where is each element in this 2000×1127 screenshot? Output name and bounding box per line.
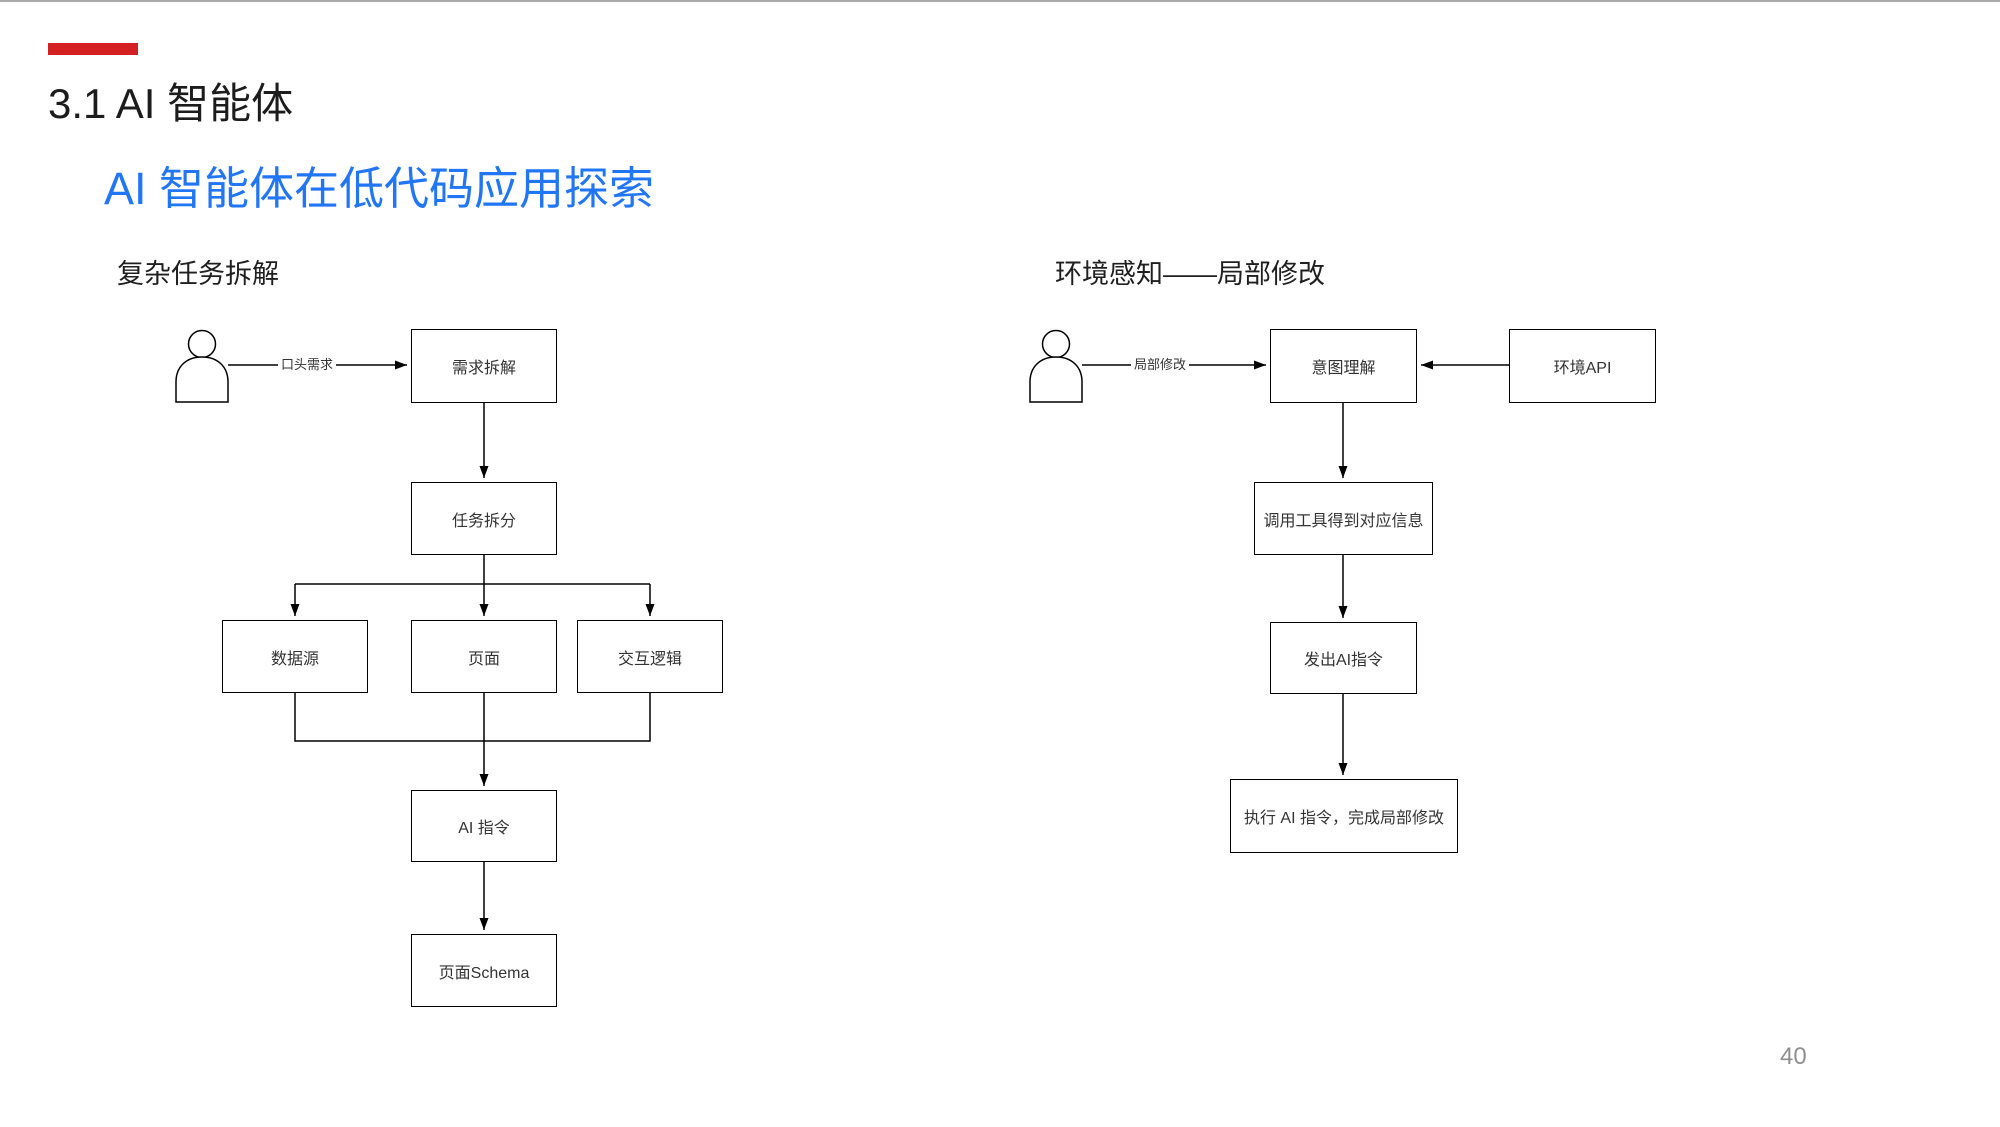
node-data-source: 数据源: [222, 620, 368, 693]
node-interaction-logic: 交互逻辑: [577, 620, 723, 693]
right-diagram-heading: 环境感知——局部修改: [1055, 259, 1325, 289]
node-issue-ai-command: 发出AI指令: [1270, 622, 1417, 694]
node-task-split: 任务拆分: [411, 482, 557, 555]
person-icon: [1029, 329, 1083, 403]
node-intent-understanding: 意图理解: [1270, 329, 1417, 403]
window-top-border: [0, 0, 2000, 2]
node-env-api: 环境API: [1509, 329, 1656, 403]
node-ai-command: AI 指令: [411, 790, 557, 862]
node-page: 页面: [411, 620, 557, 693]
right-diagram-arrows: [1082, 360, 1509, 775]
node-requirement-split: 需求拆解: [411, 329, 557, 403]
page-title: 3.1 AI 智能体: [48, 80, 294, 127]
left-diagram-heading: 复杂任务拆解: [117, 259, 279, 289]
person-icon: [175, 329, 229, 403]
node-execute-ai-command: 执行 AI 指令，完成局部修改: [1230, 779, 1458, 853]
page-subtitle: AI 智能体在低代码应用探索: [104, 163, 655, 214]
red-accent-bar: [48, 43, 138, 55]
edge-label-verbal-requirement: 口头需求: [277, 357, 337, 373]
node-tool-info: 调用工具得到对应信息: [1254, 482, 1433, 555]
page-number: 40: [1780, 1043, 1807, 1070]
node-page-schema: 页面Schema: [411, 934, 557, 1007]
edge-label-local-modify: 局部修改: [1130, 357, 1190, 373]
